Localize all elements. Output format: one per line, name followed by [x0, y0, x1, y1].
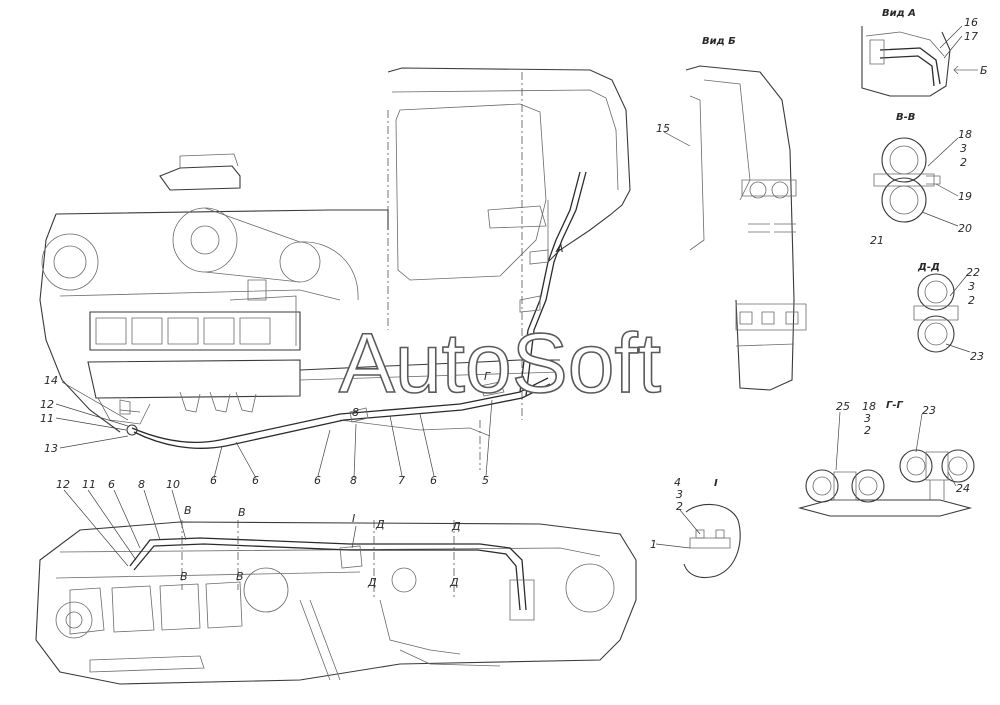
callout-label: 2: [864, 424, 871, 437]
lower-plan-view: [35, 489, 637, 685]
callout-label: 11: [40, 412, 54, 425]
section-gg-drawing: [797, 411, 975, 517]
callout-label: 10: [166, 478, 180, 491]
callout-label: 5: [482, 474, 489, 487]
view-b-drawing: [663, 65, 807, 391]
callout-label: 4: [674, 476, 681, 489]
callout-label: 12: [40, 398, 54, 411]
callout-label: Д: [449, 576, 459, 589]
watermark-text: AutoSoft: [339, 316, 661, 410]
callout-label: В: [180, 570, 188, 583]
callout-label: 8: [352, 406, 359, 419]
callout-label: 6: [108, 478, 115, 491]
callout-label: 23: [970, 350, 984, 363]
callout-label: 3: [968, 280, 975, 293]
callout-label: Б: [980, 64, 988, 77]
callout-label: 11: [82, 478, 96, 491]
callout-label: 8: [138, 478, 145, 491]
callout-label: 21: [870, 234, 884, 247]
callout-label: 3: [864, 412, 871, 425]
callout-label: 6: [210, 474, 217, 487]
callout-label: В: [184, 504, 192, 517]
detail-i-title: I: [714, 478, 718, 489]
callout-label: 15: [656, 122, 670, 135]
section-dd-title: Д-Д: [917, 262, 940, 273]
callout-label: 22: [966, 266, 980, 279]
section-vv-drawing: [873, 137, 959, 227]
callout-label: 23: [922, 404, 936, 417]
callout-label: 3: [960, 142, 967, 155]
section-gg-title: Г-Г: [886, 400, 904, 411]
callout-label: 14: [44, 374, 58, 387]
callout-label: 2: [968, 294, 975, 307]
callout-label: 2: [960, 156, 967, 169]
callout-label: 18: [958, 128, 972, 141]
callout-label: 7: [398, 474, 405, 487]
callout-label: 1: [650, 538, 657, 551]
view-a-title: Вид А: [882, 8, 916, 19]
callout-label: Г: [484, 370, 491, 383]
callout-label: 17: [964, 30, 978, 43]
callout-label: 20: [958, 222, 972, 235]
callout-label: I: [352, 512, 355, 525]
callout-label: 13: [44, 442, 58, 455]
callout-label: 24: [956, 482, 970, 495]
callout-label: 6: [252, 474, 259, 487]
callout-label: В: [236, 570, 244, 583]
detail-i-drawing: [655, 503, 741, 579]
callout-label: В: [238, 506, 246, 519]
callout-label: 12: [56, 478, 70, 491]
callout-label: 6: [314, 474, 321, 487]
callout-label: Д: [367, 576, 377, 589]
main-side-view: [39, 67, 631, 479]
section-vv-title: В-В: [896, 112, 915, 123]
callout-label: 25: [836, 400, 850, 413]
callout-label: 6: [430, 474, 437, 487]
callout-label: 19: [958, 190, 972, 203]
callout-label: 8: [350, 474, 357, 487]
callout-label: Д: [375, 518, 385, 531]
callout-label: Д: [451, 520, 461, 533]
callout-label: 3: [676, 488, 683, 501]
callout-label: 16: [964, 16, 978, 29]
view-a-drawing: [861, 25, 978, 97]
section-dd-drawing: [913, 273, 971, 353]
callout-label: 18: [862, 400, 876, 413]
view-b-title: Вид Б: [702, 36, 736, 47]
callout-label: А: [555, 242, 564, 255]
callout-label: 2: [676, 500, 683, 513]
